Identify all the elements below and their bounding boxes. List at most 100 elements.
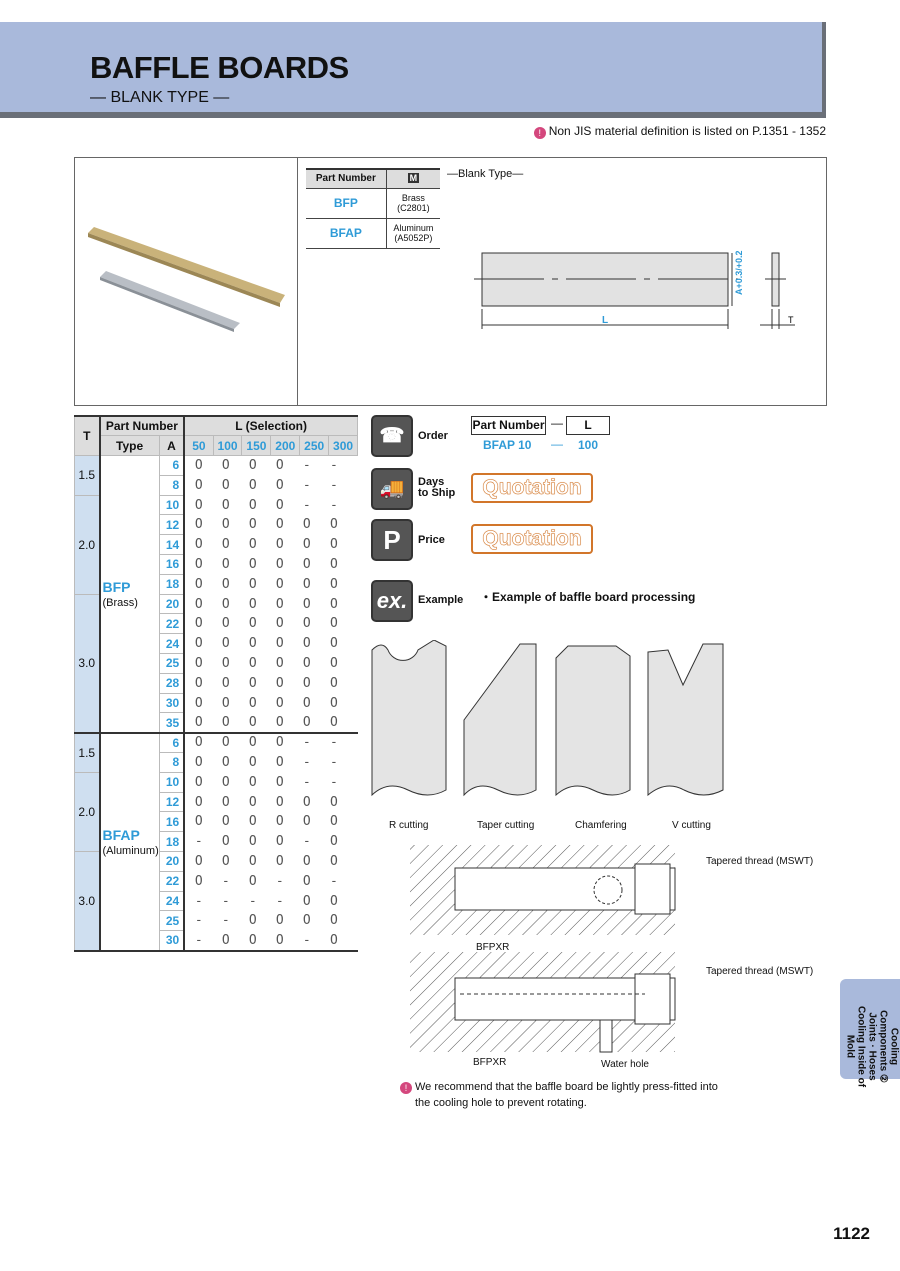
- header-type: Type: [99, 435, 160, 457]
- a-cell: 24: [158, 633, 186, 655]
- availability-cell: OOOOOO: [184, 654, 357, 674]
- availability-cell: OOOO--: [184, 733, 357, 753]
- processing-examples-drawing: [371, 640, 724, 797]
- material-brass: Brass(C2801): [385, 188, 440, 219]
- a-cell: 20: [158, 593, 186, 615]
- thickness-cell: 1.5: [74, 455, 101, 496]
- a-cell: 8: [158, 752, 186, 773]
- product-overview-box: [74, 157, 827, 406]
- cut-caption-taper: Taper cutting: [477, 820, 535, 831]
- a-cell: 10: [158, 771, 186, 793]
- order-phone-icon: ☎: [371, 415, 413, 457]
- water-hole-label: Water hole: [601, 1059, 649, 1070]
- availability-marks: OOOOOO: [194, 556, 357, 572]
- order-separator: —: [551, 416, 563, 430]
- availability-marks: OOOOOO: [194, 794, 357, 810]
- thickness-cell: 1.5: [74, 732, 101, 773]
- order-example-L: 100: [578, 438, 599, 452]
- part-bfp: BFP: [306, 188, 387, 219]
- a-cell: 30: [158, 930, 186, 952]
- table-row: 25--OOOO: [75, 910, 358, 932]
- a-cell: 8: [158, 474, 186, 496]
- a-cell: 24: [158, 890, 186, 912]
- thickness-cell: 2.0: [74, 771, 101, 853]
- divider: [297, 157, 298, 406]
- availability-marks: OOOOOO: [194, 576, 357, 592]
- availability-cell: OOOOOO: [184, 812, 357, 832]
- availability-marks: OOOOOO: [194, 517, 357, 533]
- blank-type-caption: —Blank Type—: [447, 168, 524, 180]
- availability-marks: OOOOOO: [194, 695, 357, 711]
- availability-cell: -OOO-O: [184, 832, 357, 852]
- blank-dimension-drawing: L T A+0.3/+0.2: [474, 250, 795, 329]
- availability-cell: OOOOOO: [184, 515, 357, 535]
- press-fit-note: !We recommend that the baffle board be l…: [400, 1079, 718, 1111]
- type-material: (Brass): [102, 596, 138, 609]
- availability-marks: OOOOOO: [194, 596, 357, 612]
- availability-marks: OOOOOO: [194, 715, 357, 731]
- a-cell: 20: [158, 851, 186, 872]
- example-label: Example: [418, 594, 464, 606]
- a-cell: 28: [158, 672, 186, 694]
- price-label: Price: [418, 534, 445, 546]
- a-cell: 25: [158, 910, 186, 932]
- a-cell: 22: [158, 613, 186, 635]
- a-cell: 25: [158, 653, 186, 674]
- page-subtitle: — BLANK TYPE —: [90, 89, 230, 106]
- header-material: M: [385, 169, 440, 189]
- example-title: ・Example of baffle board processing: [480, 590, 696, 604]
- a-cell: 22: [158, 870, 186, 892]
- thickness-cell: 3.0: [74, 593, 101, 734]
- a-cell: 35: [158, 712, 186, 734]
- availability-cell: OOOO--: [184, 456, 357, 476]
- header-L-250: 250: [299, 435, 330, 457]
- price-icon: P: [371, 519, 413, 561]
- availability-cell: OOOOOO: [184, 852, 357, 872]
- material-note-text: Non JIS material definition is listed on…: [548, 124, 826, 138]
- availability-marks: O-O-O-: [194, 873, 357, 889]
- header-L-150: 150: [241, 435, 272, 457]
- availability-marks: OOOO--: [194, 735, 357, 751]
- material-note: !Non JIS material definition is listed o…: [533, 124, 826, 139]
- availability-cell: OOOOOO: [184, 574, 357, 594]
- availability-cell: --OOOO: [184, 911, 357, 931]
- availability-marks: -OOO-O: [194, 834, 357, 850]
- dim-T: T: [788, 315, 794, 325]
- table-row: 22 OOOOOO: [75, 613, 358, 635]
- header-T: T: [74, 415, 101, 457]
- a-cell: 6: [158, 455, 186, 476]
- availability-marks: OOOOOO: [194, 814, 357, 830]
- days-quotation: Quotation: [471, 473, 593, 503]
- availability-cell: OOOOOO: [184, 713, 357, 733]
- thread-label-2: Tapered thread (MSWT): [706, 966, 814, 977]
- example-icon: ex.: [371, 580, 413, 622]
- availability-cell: OOOOOO: [184, 673, 357, 693]
- table-row: 35 OOOOOO: [75, 712, 358, 734]
- order-example-part: BFAP 10: [483, 438, 532, 452]
- a-cell: 10: [158, 494, 186, 516]
- availability-marks: OOOO--: [194, 477, 357, 493]
- availability-marks: ----OO: [194, 893, 357, 909]
- order-header-L: L: [566, 416, 610, 435]
- availability-cell: OOOOOO: [184, 792, 357, 812]
- availability-cell: OOOO--: [184, 772, 357, 792]
- installation-drawing: [410, 845, 676, 1053]
- header-part-number: Part Number: [306, 169, 387, 189]
- availability-cell: OOOOOO: [184, 555, 357, 575]
- dim-A: A+0.3/+0.2: [734, 250, 744, 295]
- availability-cell: OOOO--: [184, 475, 357, 495]
- availability-marks: OOOOOO: [194, 616, 357, 632]
- availability-cell: OOOOOO: [184, 693, 357, 713]
- availability-cell: ----OO: [184, 891, 357, 911]
